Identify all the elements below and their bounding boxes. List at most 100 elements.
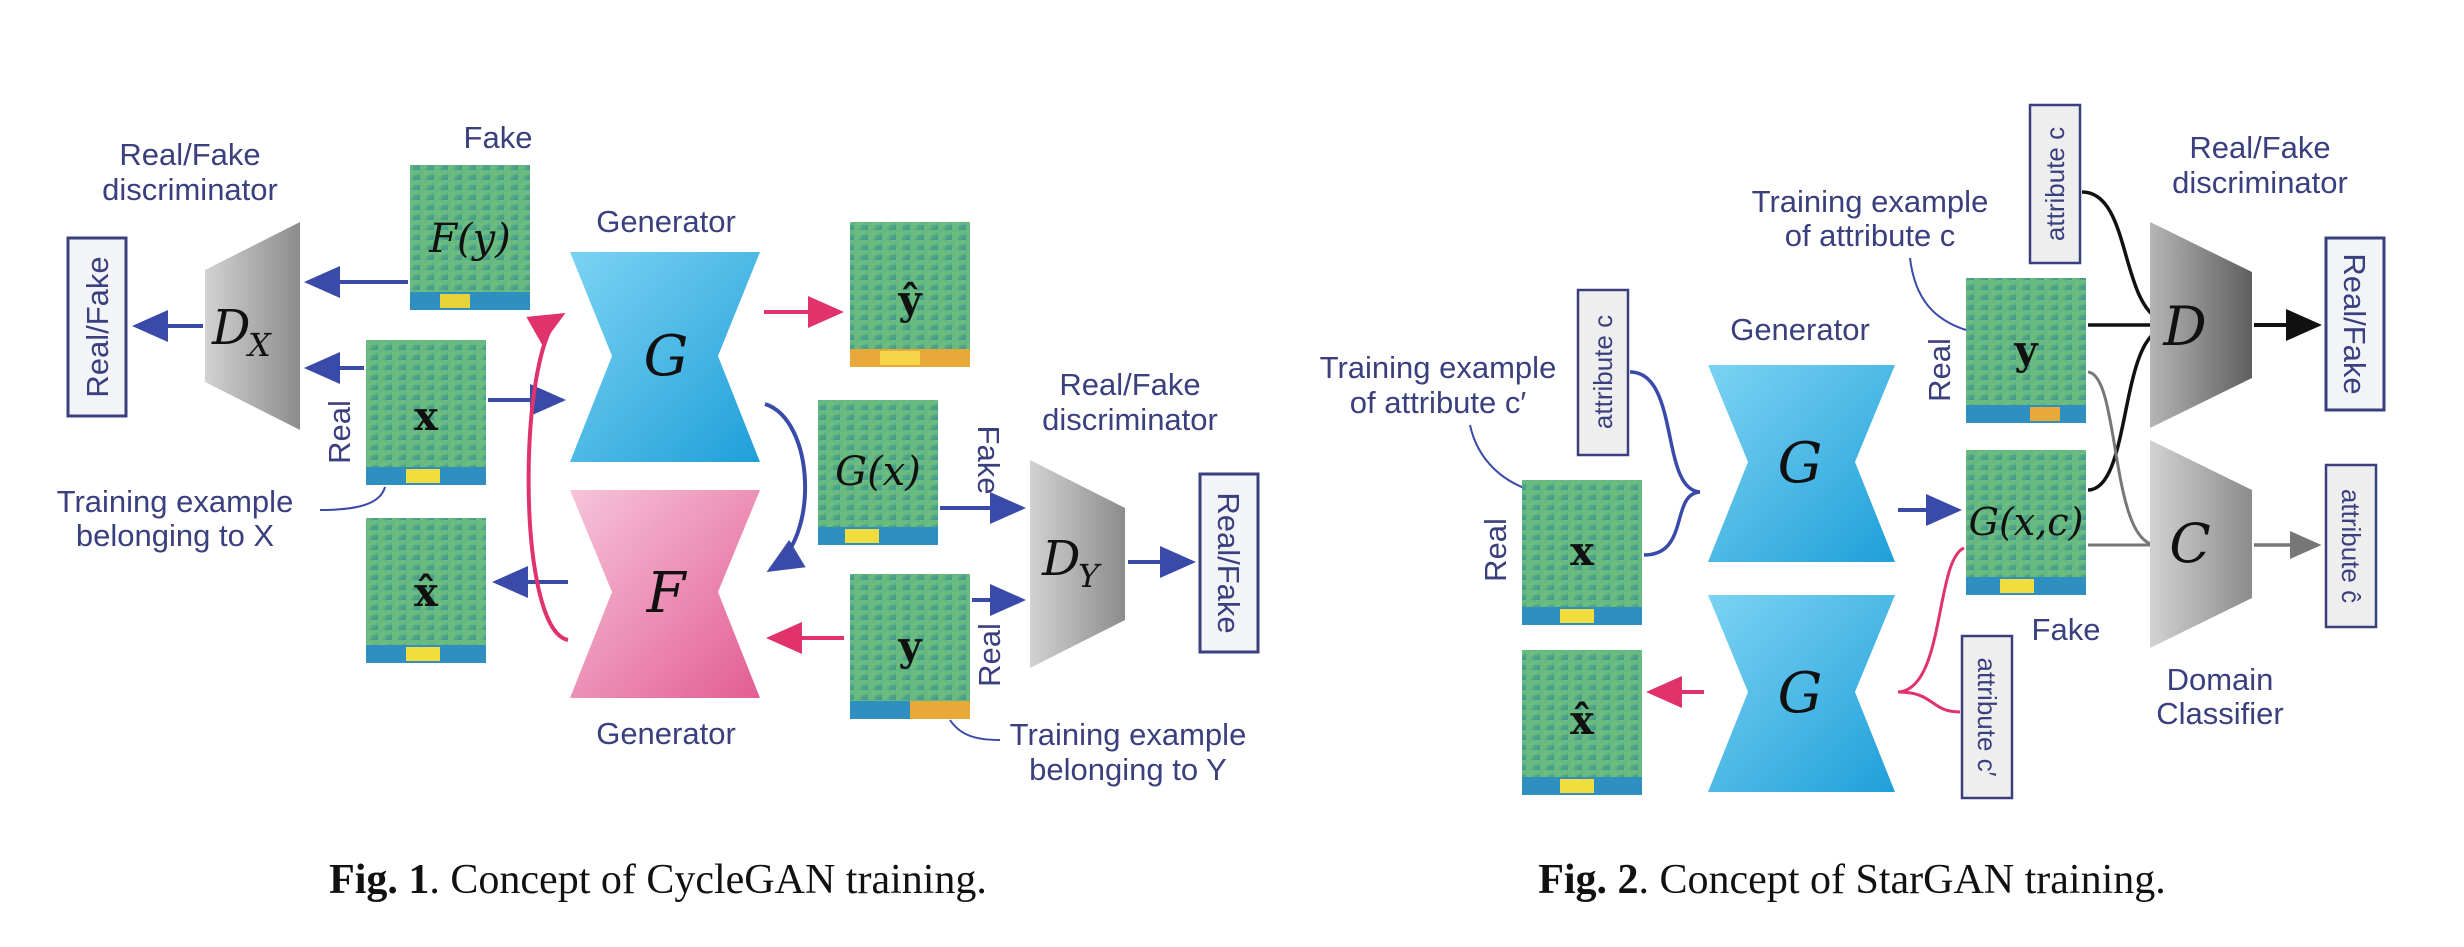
fig1-output-box-left: Real/Fake bbox=[66, 236, 128, 418]
fig1-caption-rest: . Concept of CycleGAN training. bbox=[429, 857, 987, 903]
fig1-arrow-f-to-g-cycle bbox=[526, 313, 569, 642]
fig1-disc-y-label-2: discriminator bbox=[1042, 402, 1218, 437]
fig2-image-y-label: y bbox=[2013, 327, 2039, 374]
fig2-attr-cprime-label: attribute c′ bbox=[1972, 657, 2002, 776]
fig1-fake-top-label: Fake bbox=[464, 120, 533, 155]
fig2-arrow-attr-c-to-g bbox=[1629, 370, 1701, 494]
fig1-disc-y-label-1: Real/Fake bbox=[1059, 367, 1200, 402]
fig1-image-fy-label: F(y) bbox=[428, 216, 511, 262]
fig2-train-c-label-1: Training example bbox=[1752, 184, 1989, 219]
fig2-train-c-label-2: of attribute c bbox=[1785, 218, 1956, 253]
fig2-generator-bottom: G bbox=[1708, 595, 1895, 792]
fig2-image-y: y bbox=[1966, 278, 2086, 423]
fig2-arrow-y-to-c bbox=[2087, 370, 2156, 547]
fig2-arrow-attr-cprime-to-g bbox=[1897, 690, 1961, 714]
fig2-attr-cprime-box: attribute c′ bbox=[1960, 634, 2014, 800]
fig1-discriminator-y: D Y bbox=[1030, 460, 1125, 668]
fig2-attr-c-top-label: attribute c bbox=[2040, 127, 2070, 241]
fig2-real-mid-label: Real bbox=[1922, 338, 1957, 402]
fig1-output-right-label: Real/Fake bbox=[1211, 492, 1246, 633]
fig2-attr-chat-label: attribute ĉ bbox=[2336, 489, 2366, 603]
fig1-train-y-label-2: belonging to Y bbox=[1029, 752, 1227, 787]
fig2-caption: Fig. 2. Concept of StarGAN training. bbox=[1538, 857, 2166, 903]
fig2-arrow-attr-c-to-d bbox=[2081, 190, 2161, 322]
fig1-real-left-label: Real bbox=[322, 400, 357, 464]
fig2-generator-top: G bbox=[1708, 365, 1895, 562]
fig2-d-symbol: D bbox=[2162, 295, 2206, 358]
fig1-image-gx: G(x) bbox=[818, 400, 938, 545]
fig1-train-x-label-1: Training example bbox=[57, 484, 294, 519]
fig2-arrow-gxc-to-d bbox=[2087, 328, 2161, 492]
fig1-pointer-train-x bbox=[319, 486, 386, 511]
fig2-gen-label: Generator bbox=[1730, 312, 1870, 347]
fig1-train-y-label-1: Training example bbox=[1010, 717, 1247, 752]
fig2-image-x: x bbox=[1522, 480, 1642, 625]
fig2-arrow-gxc-to-g-bottom bbox=[1897, 546, 1965, 694]
fig1-image-x-label: x bbox=[414, 393, 439, 440]
fig1-image-gx-label: G(x) bbox=[835, 449, 921, 495]
fig2-fake-label: Fake bbox=[2032, 612, 2101, 647]
fig1-image-x: x bbox=[366, 340, 486, 485]
fig2-output-box: Real/Fake bbox=[2324, 236, 2386, 412]
fig1-generator-f: F bbox=[570, 490, 760, 698]
fig1-dy-subscript: Y bbox=[1078, 557, 1102, 595]
fig1-arrow-g-to-f-cycle bbox=[764, 402, 807, 573]
fig2-disc-label-2: discriminator bbox=[2172, 165, 2348, 200]
fig1-image-xhat-label: x̂ bbox=[414, 569, 439, 616]
fig1-discriminator-x: D X bbox=[205, 222, 300, 430]
fig2-image-xhat-label: x̂ bbox=[1570, 697, 1595, 744]
fig2-attr-c-box-left: attribute c bbox=[1576, 288, 1630, 457]
fig2-attr-c-box-top: attribute c bbox=[2028, 103, 2082, 265]
fig1-output-left-label: Real/Fake bbox=[80, 256, 115, 397]
fig1-image-yhat: ŷ bbox=[850, 222, 970, 367]
fig2-attr-chat-box: attribute ĉ bbox=[2324, 463, 2378, 629]
fig2-pointer-train-cprime bbox=[1469, 424, 1531, 491]
fig2-disc-label-1: Real/Fake bbox=[2189, 130, 2330, 165]
fig1-generator-g: G bbox=[570, 252, 760, 462]
fig2-arrow-x-to-g bbox=[1643, 490, 1701, 557]
fig2-image-x-label: x bbox=[1570, 528, 1595, 575]
fig1-fake-mid-label: Fake bbox=[971, 426, 1006, 495]
fig1-image-xhat: x̂ bbox=[366, 518, 486, 663]
fig1-image-y: y bbox=[850, 574, 970, 719]
fig2-real-left-label: Real bbox=[1478, 518, 1513, 582]
fig1-gen-bottom-label: Generator bbox=[596, 716, 736, 751]
fig2-caption-bold: Fig. 2 bbox=[1538, 857, 1638, 903]
fig1-train-x-label-2: belonging to X bbox=[76, 518, 275, 553]
fig1-disc-x-label-2: discriminator bbox=[102, 172, 278, 207]
fig2-g-top-symbol: G bbox=[1778, 431, 1823, 496]
fig2-cls-label-2: Classifier bbox=[2156, 696, 2283, 731]
fig2-caption-rest: . Concept of StarGAN training. bbox=[1639, 857, 2166, 903]
fig1-cyclegan: Real/Fake D X Real/Fake discriminator Fa… bbox=[57, 120, 1260, 903]
fig1-dx-symbol: D bbox=[211, 300, 250, 356]
fig2-output-label: Real/Fake bbox=[2337, 253, 2372, 394]
fig1-caption: Fig. 1. Concept of CycleGAN training. bbox=[329, 857, 987, 903]
fig2-g-bottom-symbol: G bbox=[1778, 661, 1823, 726]
fig2-discriminator-d: D bbox=[2150, 222, 2252, 428]
fig2-c-symbol: C bbox=[2169, 512, 2210, 575]
fig2-attr-c-left-label: attribute c bbox=[1588, 315, 1618, 429]
fig1-image-y-label: y bbox=[897, 623, 923, 670]
fig1-real-right-label: Real bbox=[972, 623, 1007, 687]
fig2-image-gxc: G(x,c) bbox=[1966, 450, 2086, 595]
fig1-f-symbol: F bbox=[646, 561, 688, 626]
fig2-classifier-c: C bbox=[2150, 440, 2252, 648]
fig1-dy-symbol: D bbox=[1041, 531, 1080, 587]
fig2-cls-label-1: Domain bbox=[2167, 662, 2274, 697]
fig1-image-fy: F(y) bbox=[410, 165, 530, 310]
fig1-image-yhat-label: ŷ bbox=[897, 277, 923, 324]
fig2-stargan: Training example of attribute c′ attribu… bbox=[1320, 103, 2386, 903]
fig1-pointer-train-y bbox=[949, 719, 1001, 741]
fig2-image-xhat: x̂ bbox=[1522, 650, 1642, 795]
fig1-disc-x-label-1: Real/Fake bbox=[119, 137, 260, 172]
fig2-train-cprime-label-2: of attribute c′ bbox=[1350, 385, 1527, 420]
fig1-caption-bold: Fig. 1 bbox=[329, 857, 429, 903]
fig1-output-box-right: Real/Fake bbox=[1198, 472, 1260, 654]
fig2-image-gxc-label: G(x,c) bbox=[1969, 500, 2084, 544]
fig2-train-cprime-label-1: Training example bbox=[1320, 350, 1557, 385]
fig2-pointer-train-c bbox=[1909, 257, 1967, 331]
fig1-g-symbol: G bbox=[644, 324, 689, 389]
fig1-dx-subscript: X bbox=[245, 326, 272, 364]
fig1-gen-top-label: Generator bbox=[596, 204, 736, 239]
